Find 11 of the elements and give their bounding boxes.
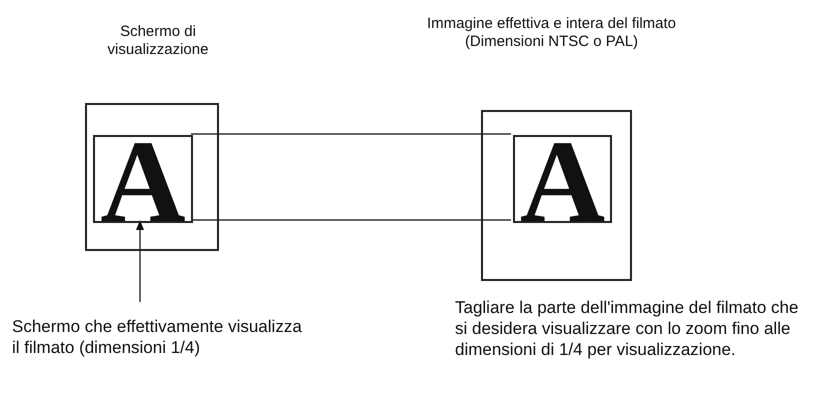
description-text: Tagliare la parte dell'immagine del filmato che si desidera visualizzare con lo zoom fino alle dimensioni di 1/4 per visualizzazione.: [455, 297, 800, 360]
frame-box: [93, 135, 193, 223]
callout-text: Schermo che effettivamente visualizza il filmato (dimensioni 1/4): [12, 316, 312, 386]
leader-arrow: [136, 220, 144, 302]
frame-box: [513, 135, 612, 223]
heading: Immagine effettiva e intera del filmato (Dimensioni NTSC o PAL): [426, 15, 678, 51]
connector-line: [191, 133, 511, 135]
letter-glyph: A: [518, 123, 606, 241]
heading: Schermo di visualizzazione: [106, 23, 210, 59]
connector-line: [191, 219, 511, 221]
letter-glyph: A: [99, 123, 187, 241]
